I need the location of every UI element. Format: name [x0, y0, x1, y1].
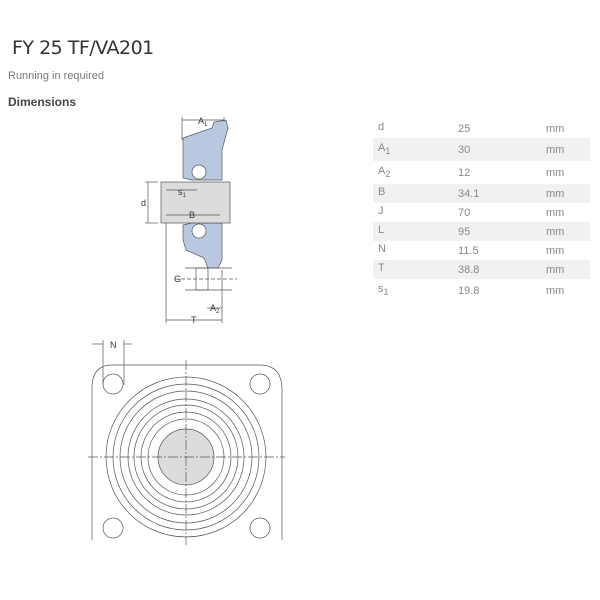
- dimension-unit: mm: [541, 138, 590, 161]
- dimension-row: s1 19.8 mm: [373, 279, 590, 302]
- svg-text:A2: A2: [210, 303, 220, 315]
- dimension-row: J 70 mm: [373, 203, 590, 222]
- dimension-symbol: L: [373, 222, 453, 241]
- dimension-unit: mm: [541, 260, 590, 279]
- label-g: G: [174, 274, 181, 284]
- page-title: FY 25 TF/VA201: [12, 37, 154, 59]
- subtitle: Running in required: [8, 70, 105, 82]
- side-view-labels: A1 s1 d B G A2 T N: [110, 116, 220, 350]
- dimension-symbol: B: [373, 184, 453, 203]
- dimension-unit: mm: [541, 184, 590, 203]
- side-view-drawing: [145, 117, 237, 323]
- dimension-unit: mm: [546, 244, 565, 257]
- label-d: d: [141, 198, 146, 208]
- dimension-value: 95: [453, 222, 541, 241]
- dimension-unit: mm: [546, 122, 565, 135]
- dimension-row: A2 12 mm: [373, 161, 590, 184]
- dimension-unit: mm: [546, 166, 565, 179]
- svg-text:s1: s1: [178, 187, 187, 199]
- dimension-symbol: d: [378, 121, 385, 134]
- dimension-unit: mm: [541, 222, 590, 241]
- dimension-symbol: A2: [378, 165, 391, 180]
- label-n: N: [110, 340, 117, 350]
- dimension-value: 11.5: [458, 244, 479, 257]
- dimension-value: 70: [458, 206, 471, 219]
- dimension-value: 19.8: [458, 284, 480, 297]
- dimension-value: 30: [453, 138, 541, 161]
- label-a2: A: [210, 303, 216, 313]
- dimension-unit: mm: [546, 284, 565, 297]
- dimension-value: 38.8: [453, 260, 541, 279]
- dimension-row: d 25 mm: [373, 119, 590, 138]
- dimension-unit: mm: [546, 206, 565, 219]
- dimension-symbol: J: [378, 205, 384, 218]
- dimension-value: 34.1: [453, 184, 541, 203]
- front-view-drawing: [88, 340, 285, 545]
- dimension-value: 25: [458, 122, 471, 135]
- dimension-symbol: s1: [378, 283, 389, 298]
- dimension-symbol: T: [373, 260, 453, 279]
- svg-text:A1: A1: [198, 116, 208, 128]
- label-b: B: [189, 210, 195, 220]
- dimension-symbol: A1: [373, 138, 453, 161]
- label-s1: s: [178, 187, 183, 197]
- dimension-value: 12: [458, 166, 471, 179]
- dimension-symbol: N: [378, 243, 386, 256]
- dimension-row: N 11.5 mm: [373, 241, 590, 260]
- label-a1: A: [198, 116, 204, 126]
- label-t: T: [191, 315, 197, 325]
- section-heading: Dimensions: [8, 95, 77, 109]
